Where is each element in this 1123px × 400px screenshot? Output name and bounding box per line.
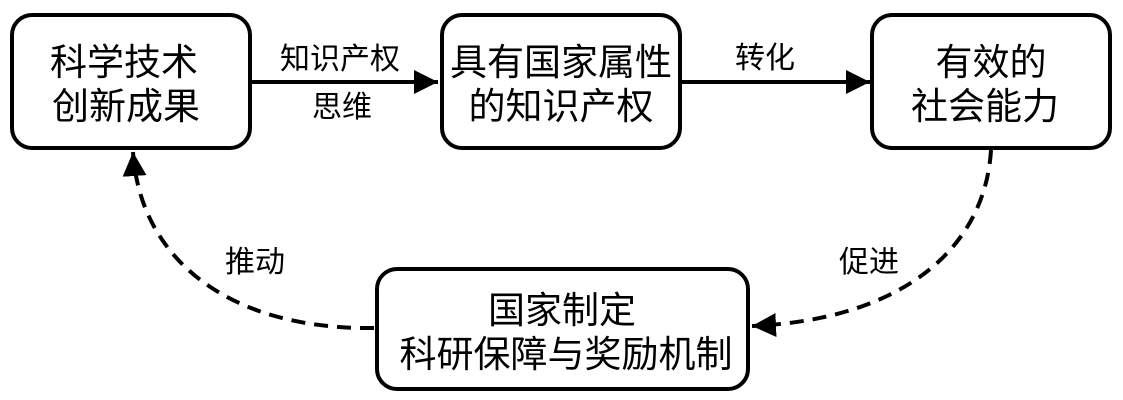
node-social-capacity-line1: 有效的 [936,41,1047,84]
node-achievement-line2: 创新成果 [52,85,200,128]
node-national-ip: 具有国家属性 的知识产权 [440,13,682,150]
arrow-drive [122,151,375,331]
node-mechanism: 国家制定 科研保障与奖励机制 [375,267,750,391]
node-national-ip-line2: 的知识产权 [469,85,654,128]
node-national-ip-line1: 具有国家属性 [450,41,672,84]
arrow-promote [751,149,993,338]
node-achievement-line1: 科学技术 [50,41,198,84]
edge-label-promote: 促进 [839,245,899,280]
edge-label-ip-thinking-2: 思维 [312,90,372,125]
edge-label-ip-thinking-1: 知识产权 [280,42,400,77]
edge-label-drive: 推动 [225,245,285,280]
edge-label-transform: 转化 [735,41,795,76]
node-social-capacity-line2: 社会能力 [911,85,1059,128]
node-achievement: 科学技术 创新成果 [10,13,252,150]
node-social-capacity: 有效的 社会能力 [870,13,1112,150]
node-mechanism-line1: 国家制定 [488,289,636,332]
node-mechanism-line2: 科研保障与奖励机制 [400,333,733,376]
